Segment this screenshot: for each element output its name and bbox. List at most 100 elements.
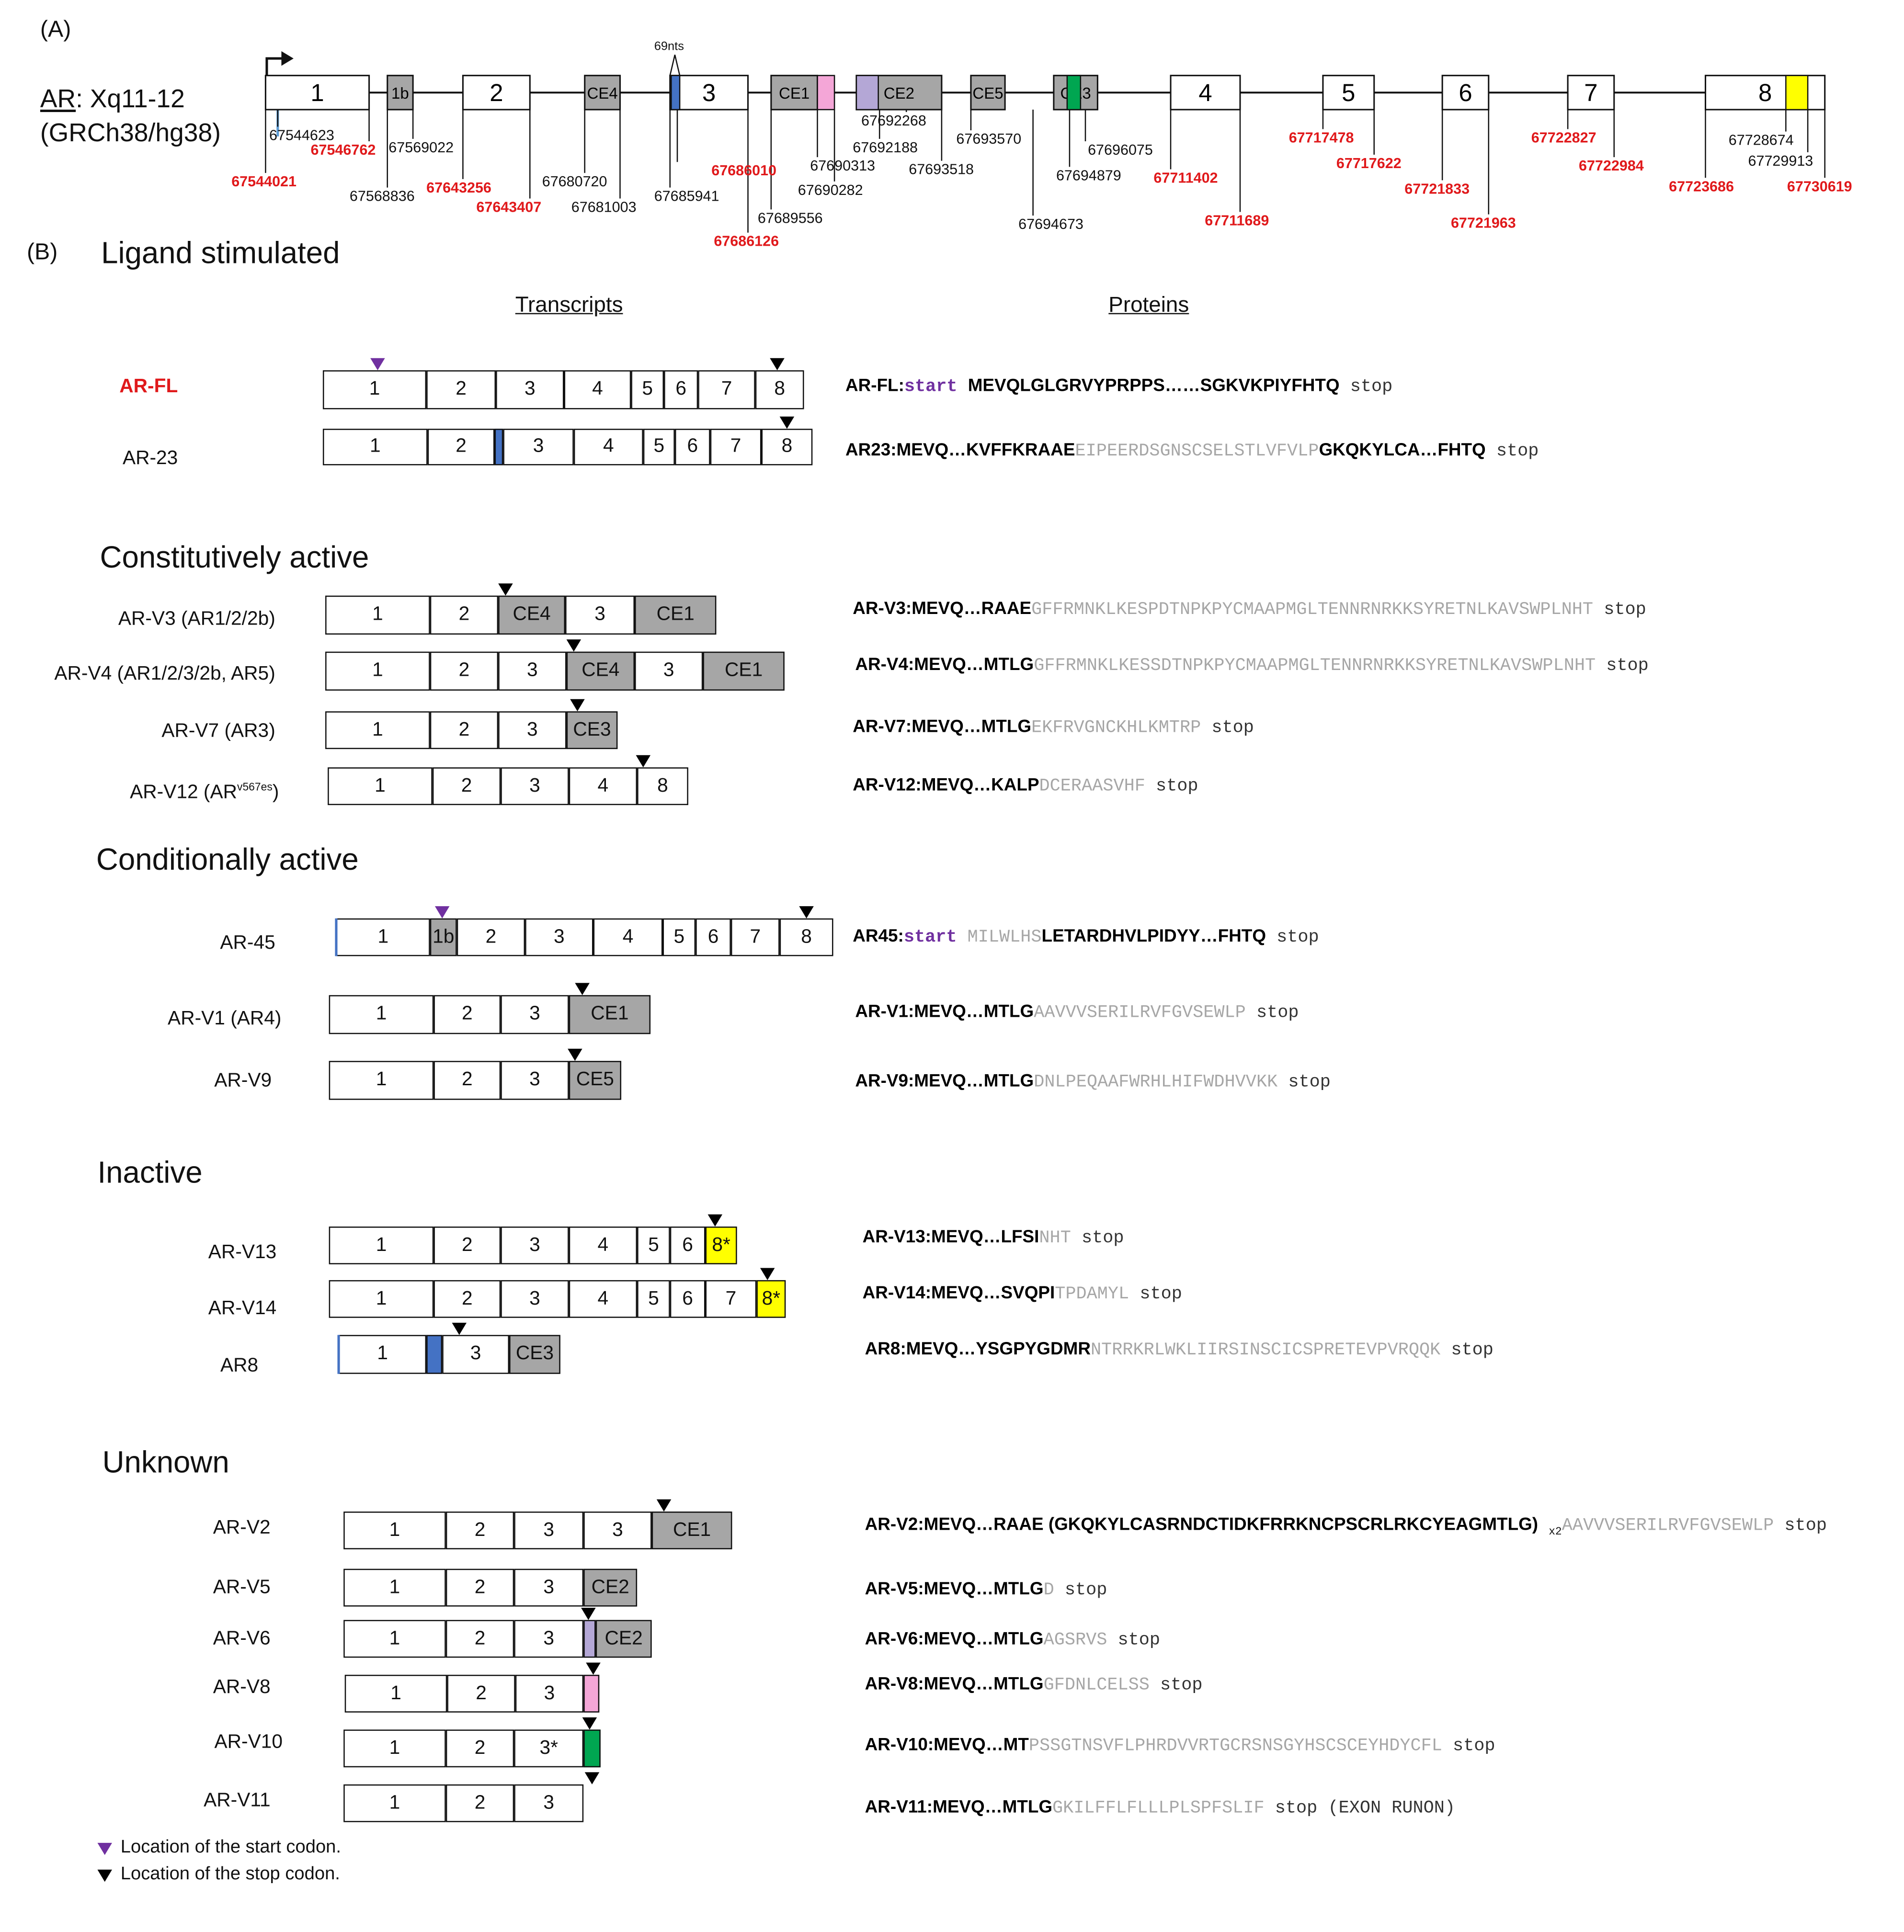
coordinate-label: 67643407 (476, 198, 542, 216)
gene-locus: AR: Xq11-12 (40, 85, 185, 114)
protein-name: AR-V4: (855, 655, 914, 675)
protein-core: MEVQ…RAAE (912, 599, 1032, 619)
transcript-exon: 7 (710, 429, 762, 466)
section-constitutive: Constitutively active (100, 541, 369, 575)
transcript-exon: 3 (498, 711, 567, 750)
transcript-exon: 7 (698, 370, 755, 409)
transcript-exon: 2 (433, 995, 501, 1034)
stop-codon-marker (575, 983, 590, 995)
transcript-exon: 1 (329, 995, 434, 1034)
transcript-exon: 3 (514, 1784, 584, 1822)
protein-name: AR-V3: (853, 599, 912, 619)
isoform-name-text: AR-V1 (AR4) (168, 1008, 282, 1030)
exon-label-6: 6 (1459, 79, 1472, 106)
transcript-exon: CE1 (651, 1512, 732, 1549)
protein-name: AR8: (865, 1340, 906, 1360)
transcript-exon: 3 (501, 1280, 569, 1318)
transcript-exon: 8* (705, 1227, 737, 1264)
transcript-exon: 5 (662, 918, 696, 956)
coordinate-label: 67568836 (349, 187, 415, 205)
protein-stop: stop (1451, 1341, 1494, 1361)
transcript-exon: 2 (447, 1674, 515, 1713)
coordinate-label: 67544021 (231, 173, 296, 190)
stop-codon-marker (581, 1608, 596, 1620)
transcript-exon: 8 (755, 370, 804, 409)
isoform-name-text: AR-V6 (213, 1628, 271, 1649)
exon-label-2: 2 (490, 79, 503, 106)
exon-box-1b (387, 75, 414, 111)
coordinate-label: 67711402 (1153, 169, 1218, 187)
transcript-exon: 3 (501, 767, 569, 806)
start-codon-legend-icon (97, 1842, 112, 1855)
transcript-exon: 8* (756, 1280, 786, 1318)
protein-name: AR-V5: (865, 1580, 924, 1600)
protein-core: MEVQ…YSGPYGDMR (906, 1340, 1091, 1360)
exon-label-5: 5 (1342, 79, 1355, 106)
coordinate-label: 67686010 (711, 162, 777, 179)
stop-codon-marker (779, 416, 795, 429)
transcript-exon: 3 (501, 1227, 569, 1264)
start-codon-marker (434, 906, 450, 919)
exon-box-3 (669, 75, 749, 111)
coordinate-label: 67690282 (798, 181, 863, 199)
protein-sequence: AR45:start MILWLHSLETARDHVLPIDYY…FHTQ st… (853, 927, 1319, 947)
transcript-exon: 2 (432, 767, 501, 806)
transcript-exon: 2 (426, 370, 496, 409)
protein-sequence: AR-V6:MEVQ…MTLGAGSRVS stop (865, 1630, 1160, 1650)
ce3-green-segment (1066, 75, 1082, 111)
transcript-exon: 2 (445, 1512, 514, 1549)
transcript-exon: CE2 (595, 1620, 652, 1658)
exon-label-CE4: CE4 (587, 85, 617, 102)
exon-box-4 (1170, 75, 1241, 111)
exon-box-CE4 (584, 75, 621, 111)
protein-stop: stop (1211, 718, 1254, 739)
protein-tail: AGSRVS (1043, 1631, 1107, 1651)
protein-sequence: AR-V10:MEVQ…MTPSSGTNSVFLPHRDVVRTGCRSNSGY… (865, 1736, 1495, 1756)
protein-core: MEVQ…LFSI (931, 1227, 1039, 1248)
transcript-exon: 6 (695, 918, 731, 956)
transcript-exon: 2 (427, 429, 495, 466)
coordinate-label: 67721833 (1404, 180, 1470, 197)
protein-stop: stop (1064, 1581, 1107, 1601)
gene-name: AR (40, 85, 76, 114)
protein-sequence: AR-FL:start MEVQLGLGRVYPRPPS……SGKVKPIYFH… (845, 376, 1392, 397)
stop-codon-marker (799, 906, 814, 919)
panel-a-label: (A) (40, 17, 71, 43)
coordinate-label: 67730619 (1787, 178, 1852, 195)
transcript-exon: 3 (525, 918, 593, 956)
coordinate-label: 67694879 (1056, 167, 1121, 184)
transcript-exon: 1 (329, 1061, 434, 1100)
isoform-name-text: AR-V2 (213, 1517, 271, 1539)
ce1-pink-segment (817, 75, 835, 111)
exon3-blue-segment (671, 75, 681, 111)
protein-name: AR-V8: (865, 1674, 924, 1694)
alt-start-edge (337, 1335, 340, 1374)
isoform-name: AR-V10 (215, 1732, 283, 1754)
protein-tail: NHT (1039, 1229, 1071, 1249)
protein-core: MEVQ…MT (934, 1736, 1029, 1755)
exon-box-5 (1322, 75, 1375, 111)
protein-core: MEVQ…MTLG (912, 717, 1032, 737)
transcript-exon: 1 (329, 1280, 434, 1318)
transcript-exon: 7 (730, 918, 780, 956)
isoform-name: AR-23 (123, 448, 178, 470)
transcript-exon: CE1 (703, 651, 785, 691)
coordinate-label: 67717478 (1288, 129, 1354, 147)
stop-codon-marker (566, 639, 581, 652)
protein-name: AR-V14: (862, 1284, 932, 1304)
protein-core: MEVQ…MTLG (914, 1072, 1034, 1091)
transcript-exon: 5 (643, 429, 675, 466)
transcript-exon: 2 (445, 1784, 514, 1822)
coordinate-label: 67696075 (1088, 141, 1153, 159)
transcript-exon: CE3 (509, 1335, 560, 1374)
protein-stop: stop (1155, 777, 1198, 797)
protein-core: MEVQLGLGRVYPRPPS……SGKVKPIYFHTQ (968, 376, 1340, 396)
coordinate-label: 67643256 (426, 179, 491, 196)
stop-codon-marker (770, 358, 785, 371)
protein-tail: EKFRVGNCKHLKMTRP (1031, 718, 1201, 739)
coordinate-label: 67680720 (542, 173, 607, 190)
protein-sequence: AR-V3:MEVQ…RAAEGFFRMNKLKESPDTNPKPYCMAAPM… (853, 599, 1646, 620)
protein-tail: NTRRKRLWKLIIRSINSCICSPRETEVPVRQQK (1090, 1341, 1441, 1361)
transcript-exon: 3 (515, 1674, 584, 1713)
stop-codon-marker (570, 699, 585, 712)
